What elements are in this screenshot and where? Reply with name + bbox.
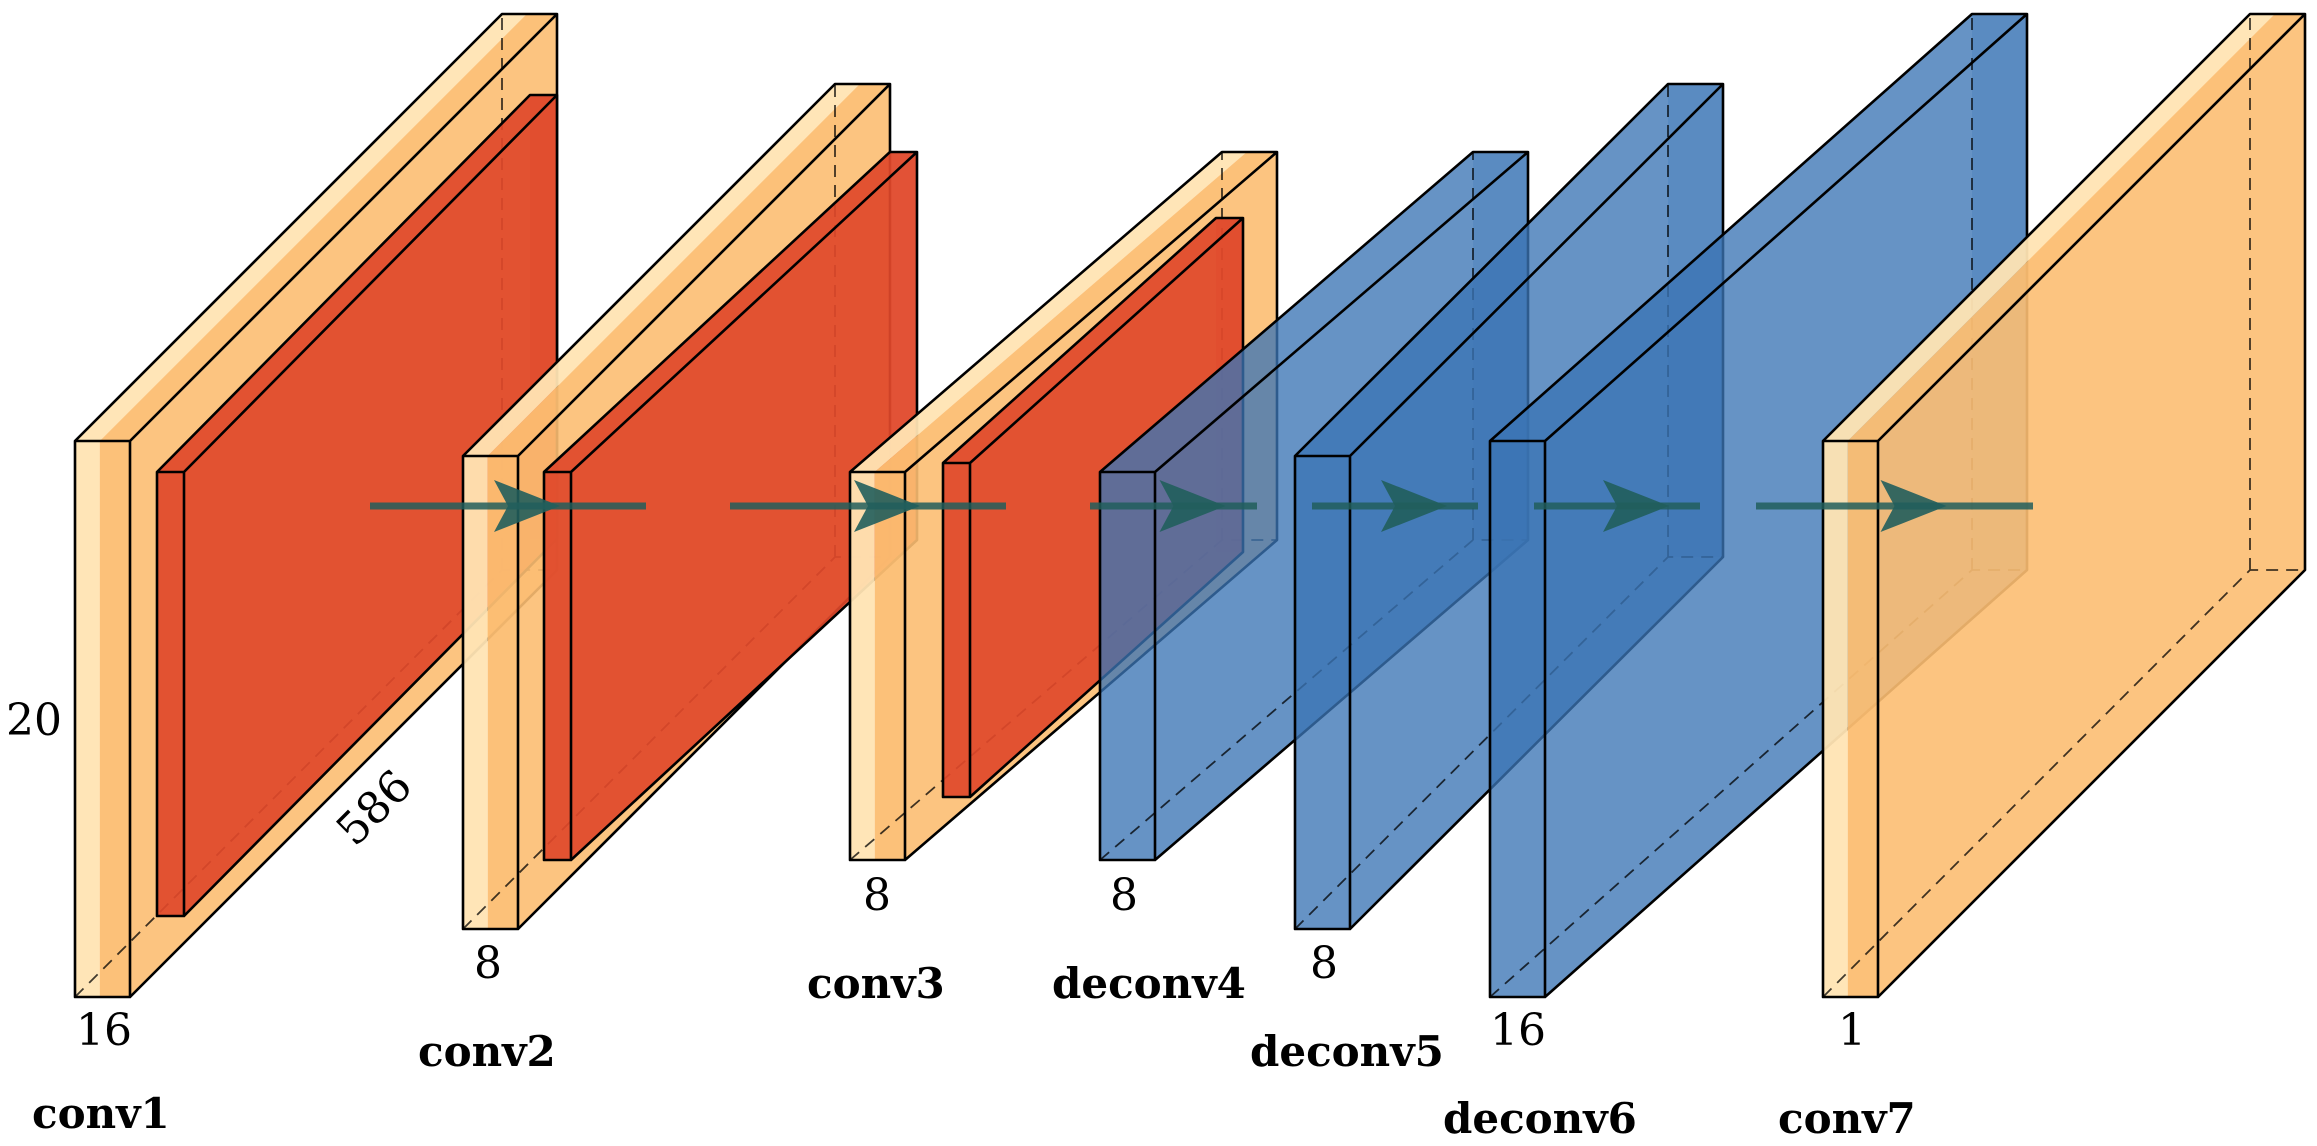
arrow-deconv5-deconv6 — [1534, 480, 1700, 532]
arrow-deconv4-deconv5 — [1312, 480, 1478, 532]
conv3-channels-label: 8 — [863, 870, 891, 921]
conv2-relu-front-face — [544, 472, 571, 860]
conv1-block-top-light — [75, 14, 527, 441]
conv2-block-top-light — [463, 84, 860, 456]
conv1-relu-front-face — [157, 472, 184, 916]
conv1-block-top-mid — [99, 14, 557, 441]
conv2-name: conv2 — [418, 1027, 556, 1076]
arrow-deconv6-conv7 — [1756, 480, 2033, 532]
conv1-relu-top-face — [157, 95, 557, 472]
conv1-channels-label: 16 — [76, 1005, 132, 1056]
conv3-block-top-mid — [874, 152, 1277, 472]
conv2-channels-label: 8 — [474, 938, 502, 989]
arrow-deconv5-deconv6-head — [1603, 480, 1669, 532]
conv3-block-top-light — [850, 152, 1247, 472]
conv7-block-front-mid — [1847, 441, 1878, 997]
arrow-conv2-conv3-head — [854, 480, 920, 532]
deconv6-block-top-face — [1490, 14, 2027, 441]
arrow-conv2-conv3 — [730, 480, 1006, 532]
conv2-block-top-mid — [487, 84, 890, 456]
conv7-block — [1821, 12, 2307, 999]
conv3-block-front-mid — [874, 472, 905, 860]
conv7-name: conv7 — [1778, 1094, 1916, 1143]
conv7-channels-label: 1 — [1838, 1005, 1866, 1056]
deconv4-name: deconv4 — [1052, 959, 1246, 1008]
arrow-conv1-conv2 — [370, 480, 646, 532]
flow-arrows — [370, 480, 2033, 532]
conv7-block-top-mid — [1847, 14, 2305, 441]
conv1-block-front-light — [75, 441, 100, 997]
deconv4-block-front-face — [1100, 472, 1155, 860]
deconv5-block-top-face — [1295, 84, 1723, 456]
arrow-deconv6-conv7-head — [1880, 480, 1947, 532]
conv2-relu-top-face — [544, 152, 917, 472]
deconv6-channels-label: 16 — [1490, 1005, 1546, 1056]
conv2-block-front-light — [463, 456, 488, 929]
conv3-relu-top-face — [943, 218, 1243, 463]
deconv4-block-top-face — [1100, 152, 1528, 472]
conv3-block-front-light — [850, 472, 875, 860]
conv7-block-top-light — [1823, 14, 2275, 441]
arrow-conv3-deconv4 — [1090, 480, 1257, 532]
conv7-block-front-light — [1823, 441, 1848, 997]
arrow-deconv4-deconv5-head — [1381, 480, 1447, 532]
conv1-height-label: 20 — [6, 695, 62, 746]
conv7-block-side — [1878, 14, 2305, 997]
conv7-block-outline — [1821, 12, 2307, 999]
conv1-name: conv1 — [32, 1089, 170, 1138]
deconv6-name: deconv6 — [1443, 1094, 1637, 1143]
deconv5-block-front-face — [1295, 456, 1350, 929]
deconv4-channels-label: 8 — [1110, 870, 1138, 921]
arrow-conv1-conv2-head — [494, 480, 560, 532]
conv2-block-front-mid — [487, 456, 518, 929]
conv1-block-front-mid — [99, 441, 130, 997]
conv3-relu-front-face — [943, 463, 970, 797]
arrow-conv3-deconv4-head — [1159, 480, 1226, 532]
deconv5-name: deconv5 — [1250, 1027, 1444, 1076]
conv7-block-hidden-edges — [1822, 14, 2305, 998]
deconv5-channels-label: 8 — [1310, 938, 1338, 989]
deconv6-block-front-face — [1490, 441, 1545, 997]
conv3-name: conv3 — [807, 959, 945, 1008]
